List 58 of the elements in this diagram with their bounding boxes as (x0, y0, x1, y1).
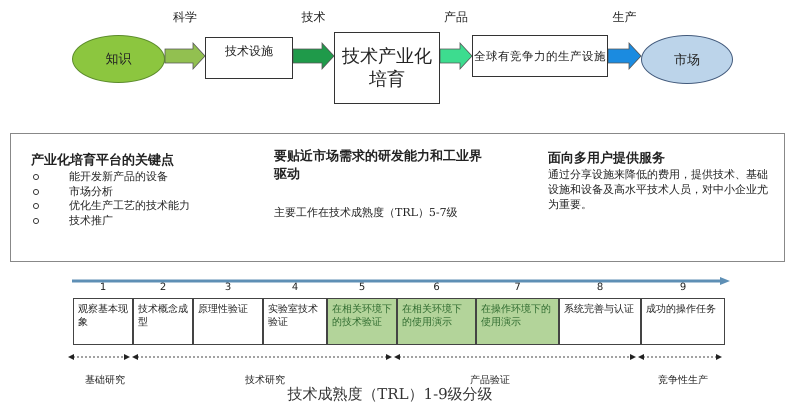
bullet-text: 优化生产工艺的技术能力 (69, 199, 191, 214)
process-box (472, 35, 608, 77)
step-cell (193, 298, 263, 345)
range-label: 基础研究 (84, 374, 126, 387)
step-number: 7 (513, 282, 522, 293)
panel-heading: 要贴近市场需求的研发能力和工业界驱动 (274, 148, 483, 184)
step-number: 2 (158, 282, 168, 293)
bullet-text: 能开发新产品的设备 (69, 170, 169, 185)
range-label: 竞争性生产 (657, 374, 709, 387)
node-text: 市场 (674, 52, 700, 68)
cell-text: 在相关环境下的技术验证 (332, 303, 392, 329)
step-number: 8 (596, 282, 604, 293)
block-arrow (608, 42, 642, 70)
block-arrow (292, 42, 335, 70)
cell-text: 系统完善与认证 (564, 303, 634, 316)
process-box (334, 32, 440, 104)
bullet-text: 技术推广 (69, 214, 114, 229)
process-box (205, 37, 293, 79)
range-label: 产品验证 (469, 374, 511, 387)
cell-text: 成功的操作任务 (646, 303, 716, 316)
step-cell (476, 298, 559, 345)
panel-text: 主要工作在技术成熟度（TRL）5-7级 (274, 206, 459, 221)
range-label: 技术研究 (244, 374, 286, 387)
cell-text: 在操作环境下的使用演示 (481, 303, 552, 329)
panel-heading: 产业化培育平台的关键点 (31, 152, 175, 170)
node-text: 全球有竞争力的生产设施 (474, 49, 606, 64)
step-number: 9 (678, 282, 688, 293)
info-panel (10, 133, 785, 262)
node-text: 技术设施 (225, 43, 273, 60)
edge-label: 产品 (443, 9, 469, 26)
step-cell (263, 298, 327, 345)
block-arrow (164, 42, 206, 70)
cell-text: 实验室技术验证 (268, 303, 319, 329)
cell-text: 在相关环境下的使用演示 (402, 303, 463, 329)
panel-text: 通过分享设施来降低的费用，提供技术、基础设施和设备及高水平技术人员，对中小企业尤为重要。 (548, 168, 769, 213)
caption: 技术成熟度（TRL）1-9级分级 (286, 385, 494, 404)
step-number: 5 (358, 282, 366, 293)
cell-text: 原理性验证 (198, 303, 248, 316)
step-number: 6 (432, 282, 441, 293)
node-text: 知识 (106, 51, 132, 68)
step-cell (133, 298, 193, 345)
step-cell (397, 298, 476, 345)
edge-label: 技术 (300, 9, 326, 26)
edge-label: 生产 (612, 9, 638, 26)
step-cell (73, 298, 133, 345)
step-number: 3 (224, 282, 232, 293)
block-arrow (440, 42, 473, 70)
node-text: 技术产业化培育 (341, 44, 433, 92)
cell-text: 技术概念成型 (138, 303, 188, 329)
panel-heading: 面向多用户提供服务 (548, 150, 666, 168)
edge-label: 科学 (172, 9, 198, 26)
step-number: 1 (98, 282, 108, 293)
step-cell (327, 298, 397, 345)
bullet-text: 市场分析 (69, 185, 114, 200)
step-cell (641, 298, 725, 345)
cell-text: 观察基本现象 (78, 303, 128, 329)
step-number: 4 (290, 282, 300, 293)
step-cell (559, 298, 641, 345)
